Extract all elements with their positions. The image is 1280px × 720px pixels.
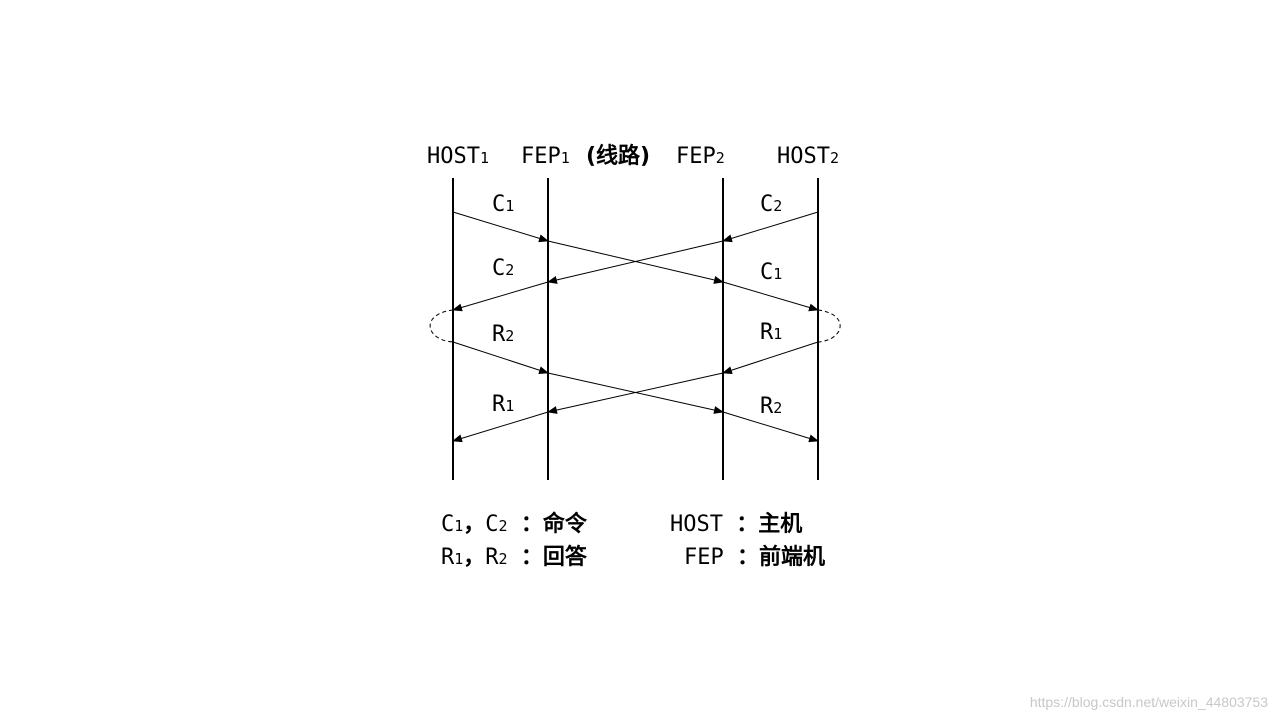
arrow-r1-host2-fep2: [722, 341, 819, 375]
legend-command: 命令: [542, 512, 587, 537]
msg-r2-left: R2: [492, 322, 515, 347]
fep1-sub: 1: [560, 149, 570, 167]
legend-row-2: R1，R2 ：回答: [441, 545, 587, 570]
msg-r1-left: R1: [492, 392, 515, 417]
arrow-c2-fep2-fep1: [547, 240, 724, 284]
arrow-r2-host1-fep1: [452, 341, 549, 375]
label-host1: HOST1: [427, 146, 489, 168]
label-host2: HOST2: [777, 146, 839, 168]
arrow-c1-host1-fep1: [452, 211, 549, 243]
arrow-r1-fep1-host1: [452, 411, 549, 443]
legend-host: HOST ：主机: [670, 512, 803, 537]
arrow-r2-fep2-host2: [722, 411, 819, 443]
host1-processing-loop: [429, 309, 454, 343]
label-fep2: FEP2: [676, 146, 725, 168]
host1-text: HOST: [427, 144, 480, 169]
msg-c2-top: C2: [760, 192, 783, 217]
msg-r2-right: R2: [760, 394, 783, 419]
msg-r1-right: R1: [760, 320, 783, 345]
fep2-text: FEP: [676, 144, 716, 169]
legend-row-1: C1，C2 ：命令: [441, 512, 587, 537]
fep1-text: FEP: [521, 144, 561, 169]
watermark: https://blog.csdn.net/weixin_44803753: [1029, 694, 1268, 710]
msg-c1-mid: C1: [760, 260, 783, 285]
msg-c2-mid: C2: [492, 256, 515, 281]
label-fep1: FEP1: [521, 146, 570, 168]
arrow-c1-fep2-host2: [722, 281, 819, 312]
arrow-c2-host2-fep2: [722, 211, 819, 243]
fep2-sub: 2: [715, 149, 725, 167]
host2-sub: 2: [829, 149, 840, 167]
label-line: (线路): [586, 144, 651, 169]
legend-response: 回答: [542, 545, 587, 570]
host2-text: HOST: [777, 144, 830, 169]
host2-processing-loop: [817, 309, 841, 343]
legend-fep: FEP ：前端机: [684, 545, 826, 570]
msg-c1-top: C1: [492, 192, 515, 217]
arrow-c2-fep1-host1: [452, 281, 549, 312]
arrow-r1-fep2-fep1: [547, 372, 724, 414]
host1-sub: 1: [479, 149, 490, 167]
